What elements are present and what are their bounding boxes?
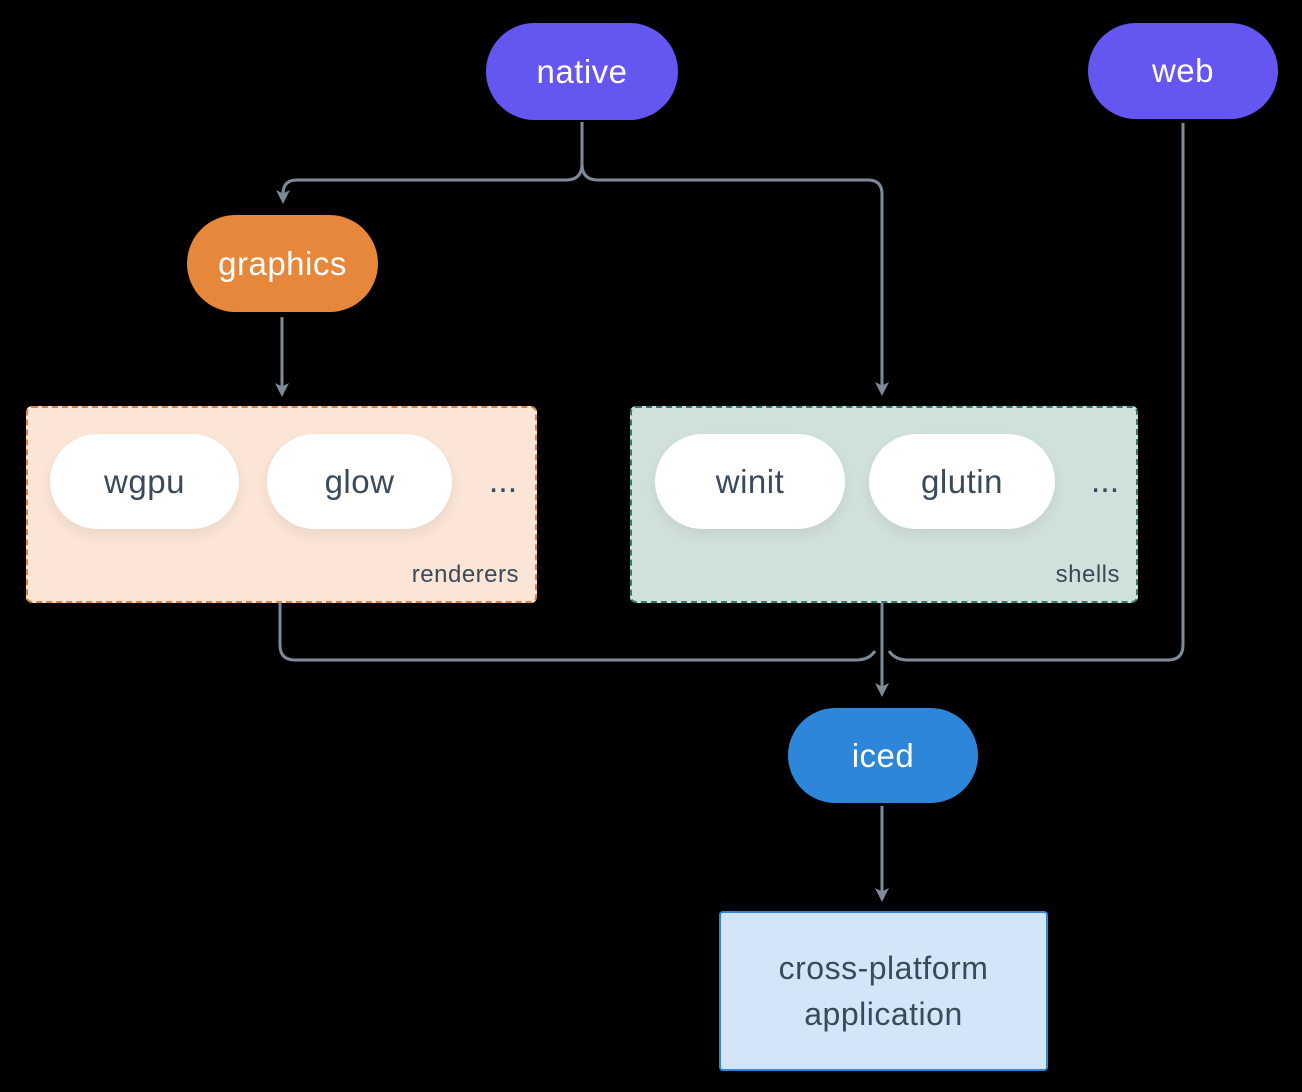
node-glutin-label: glutin [921,462,1003,500]
cross-platform-application-label: cross-platform application [778,950,989,1032]
group-renderers: wgpu glow ... renderers [26,406,537,603]
node-winit-label: winit [715,462,785,500]
node-graphics: graphics [187,215,378,312]
edge-native-split-left-fillet [565,163,584,182]
edge-renderers-merge [278,601,877,662]
shells-ellipsis-label: ... [1090,462,1120,500]
renderers-group-label: renderers [411,561,519,588]
node-cross-platform-application: cross-platform application [719,911,1048,1071]
edge-native-graphics [276,178,566,204]
node-web: web [1088,23,1278,119]
renderers-ellipsis-label: ... [488,462,518,500]
group-shells: winit glutin ... shells [630,406,1138,603]
node-native: native [486,23,678,120]
node-wgpu: wgpu [50,434,239,529]
node-native-label: native [536,52,628,90]
node-graphics-label: graphics [218,244,347,282]
node-glutin: glutin [869,434,1055,529]
edge-native-split-right-fillet [580,163,599,182]
node-glow-label: glow [324,462,395,500]
shells-group-label: shells [1055,561,1120,588]
node-winit: winit [655,434,845,529]
node-web-label: web [1151,52,1215,89]
node-iced-label: iced [851,736,915,774]
edge-native-shells [598,178,889,396]
node-iced: iced [788,708,978,803]
node-glow: glow [267,434,452,529]
node-wgpu-label: wgpu [104,462,185,500]
